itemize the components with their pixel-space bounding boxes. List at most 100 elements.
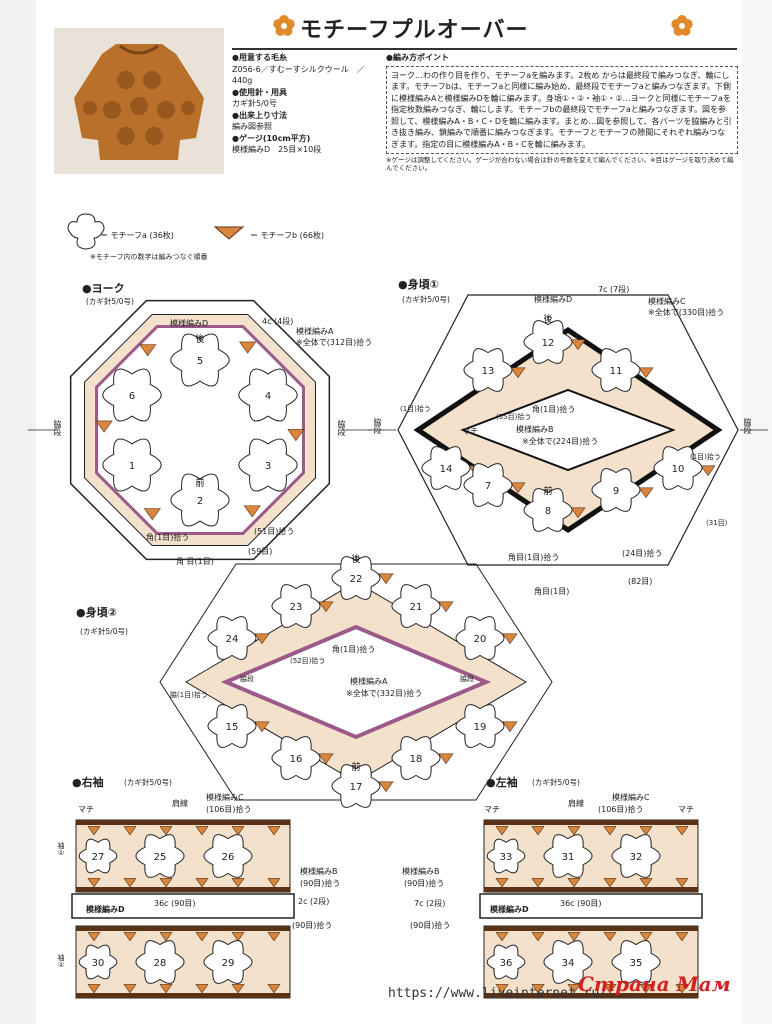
body1-motif-b: [570, 507, 586, 519]
right-sleeve-edge: [76, 820, 290, 825]
svg-text:11: 11: [610, 366, 623, 377]
body2-motif-18: 18: [391, 736, 441, 780]
yoke-title: ●ヨーク: [82, 282, 125, 295]
body2-motif-b: [438, 753, 454, 765]
right-sleeve-motif-b: [123, 984, 137, 994]
spec-heading: ●ゲージ(10cm平方): [232, 133, 311, 143]
left-sleeve-motif-b: [495, 932, 509, 942]
legend-motif-b: ＝ モチーフb (66枚): [250, 231, 325, 240]
source-url[interactable]: https://www.liveinternet.ru/...: [388, 986, 631, 1001]
left-sleeve-pattern-d: 模様編みD: [490, 905, 529, 914]
body2-total-a: ※全体で(332目)拾う: [346, 689, 423, 698]
left-sleeve-edge: [484, 820, 698, 825]
body2-motif-b: [378, 781, 394, 793]
spec-text: カギ針5/0号: [232, 99, 277, 108]
right-sleeve-motif-26: 26: [203, 834, 253, 878]
body1-motif-13: 13: [463, 348, 513, 392]
body1-motif-12: 12: [523, 320, 573, 364]
svg-text:8: 8: [545, 506, 551, 517]
body1-title: ●身頃①: [398, 278, 439, 291]
left-sleeve-edge: [484, 926, 698, 931]
right-sleeve-motif-b: [123, 878, 137, 888]
right-sleeve-36c: 36c (90目): [154, 899, 196, 908]
yoke-motif-b: [139, 344, 157, 357]
right-sleeve-panel: [75, 819, 291, 893]
points-note: ※ゲージは調整してください。ゲージが合わない場合は針の号数を変えて編んでください…: [386, 156, 734, 172]
right-sleeve-motif-25: 25: [135, 834, 185, 878]
spec-block: ●用意する毛糸 Z056-6／すむーすシルクウール ／440g ●使用針・用具 …: [232, 52, 377, 156]
svg-text:20: 20: [474, 634, 487, 645]
body2-motif-b: [254, 721, 270, 733]
body1-pattern-d: 模様編みD: [534, 295, 573, 304]
left-sleeve-edge: [484, 887, 698, 892]
left-sleeve-motif-b: [639, 878, 653, 888]
spec-text: 編み図参照: [232, 122, 272, 131]
svg-text:4: 4: [265, 391, 271, 402]
left-sleeve-motif-32: 32: [611, 834, 661, 878]
yoke-back-label: 後: [195, 333, 204, 345]
legend-note: ※モチーフ内の数字は編みつなぐ順番: [90, 253, 208, 261]
body1-motif-b: [570, 339, 586, 351]
body2-motif-19: 19: [455, 704, 505, 748]
body1-s1: (1目)拾う: [400, 405, 431, 413]
left-sleeve-motif-b: [675, 878, 689, 888]
svg-text:26: 26: [222, 852, 235, 863]
body1-7c: 7c (7段): [598, 285, 630, 294]
body2-pattern-a: 模様編みA: [350, 677, 388, 686]
yoke-motif-1: 1: [102, 438, 162, 492]
body2-motif-23: 23: [271, 584, 321, 628]
svg-text:5: 5: [197, 356, 203, 367]
body2-corner: 角(1目)拾う: [332, 645, 376, 654]
page-title: モチーフプルオーバー: [300, 18, 529, 43]
right-sleeve-1-label: 袖①: [57, 842, 65, 857]
motif-b-legend-icon: [213, 226, 245, 240]
svg-text:36: 36: [500, 958, 513, 969]
body1-front-label: 前: [543, 485, 552, 497]
yoke-pick51: (51目)拾う: [254, 527, 295, 536]
body1-back-label: 後: [543, 313, 552, 325]
right-sleeve-edge: [76, 887, 290, 892]
left-sleeve-motif-b: [531, 826, 545, 836]
body1-pattern-b: [460, 388, 676, 472]
body2-side-left: 脇段: [240, 675, 254, 683]
body2-side-pick: 脇(1目)拾う: [170, 691, 208, 699]
spec-heading: ●使用針・用具: [232, 87, 287, 97]
svg-text:15: 15: [226, 722, 239, 733]
right-sleeve-motif-b: [87, 878, 101, 888]
right-sleeve-motif-b: [267, 984, 281, 994]
right-sleeve-edge: [76, 926, 290, 931]
body1-motif-b: [638, 367, 654, 379]
body2-motif-b: [502, 721, 518, 733]
spec-heading: ●出来上り寸法: [232, 110, 287, 120]
left-sleeve-shoulder: 肩線: [568, 799, 584, 808]
left-sleeve-title: ●左袖: [486, 776, 518, 789]
right-sleeve-motif-b: [267, 932, 281, 942]
right-sleeve-2-label: 袖②: [57, 954, 65, 969]
watermark: Страна Мам: [578, 972, 731, 996]
body2-motif-b: [502, 633, 518, 645]
yoke-front-label: 前: [195, 477, 204, 489]
left-sleeve-motif-b: [567, 932, 581, 942]
yoke-4c: 4c (4段): [262, 317, 294, 326]
left-sleeve-machi-left: マチ: [484, 805, 500, 814]
body1-motif-b: [700, 465, 716, 477]
body1-corner-b: 角目(1目)拾う: [508, 553, 560, 562]
legend-motif-a: ＝ モチーフa (36枚): [100, 231, 174, 240]
body2-motif-17: 17: [331, 764, 381, 808]
body2-motif-b: [438, 601, 454, 613]
right-sleeve-motif-b: [123, 826, 137, 836]
left-sleeve-motif-b: [639, 932, 653, 942]
svg-text:21: 21: [410, 602, 423, 613]
left-sleeve-motif-b: [603, 932, 617, 942]
yoke-motif-b: [143, 508, 161, 521]
svg-text:3: 3: [265, 461, 271, 472]
body1-pattern-b: 模様編みB: [516, 425, 554, 434]
body1-pattern-c: 模様編みC: [648, 297, 686, 306]
yoke-total-a: ※全体で(312目)拾う: [296, 338, 373, 347]
left-sleeve-motif-b: [639, 826, 653, 836]
points-block: ●編み方ポイント ヨーク…わの作り目を作り、モチーフaを編みます。2枚め からは…: [386, 52, 738, 172]
right-sleeve-pick-c: (106目)拾う: [206, 805, 252, 814]
body2-motif-21: 21: [391, 584, 441, 628]
sweater-photo: [54, 28, 224, 174]
right-sleeve-machi: マチ: [78, 805, 94, 814]
